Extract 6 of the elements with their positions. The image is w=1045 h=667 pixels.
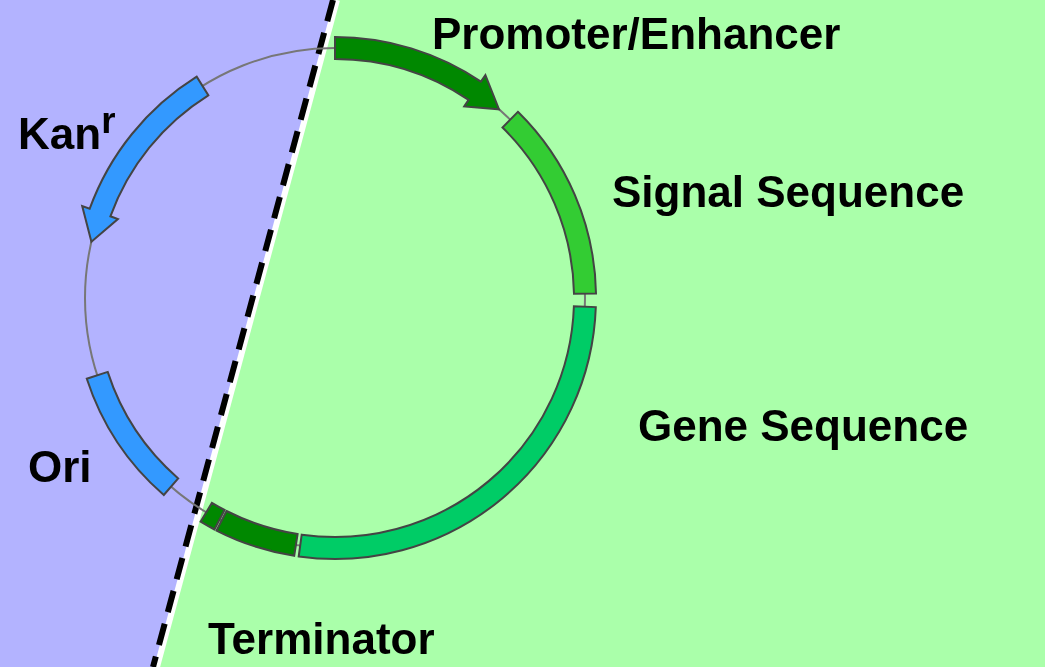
region-label: Terminator [208,617,435,661]
region-label: Promoter/Enhancer [432,12,841,56]
region-label: Gene Sequence [638,404,969,448]
gene-label: Kan$^{r}$ [18,103,116,156]
region-label: Signal Sequence [612,170,965,214]
gene-label: Ori [28,445,92,489]
